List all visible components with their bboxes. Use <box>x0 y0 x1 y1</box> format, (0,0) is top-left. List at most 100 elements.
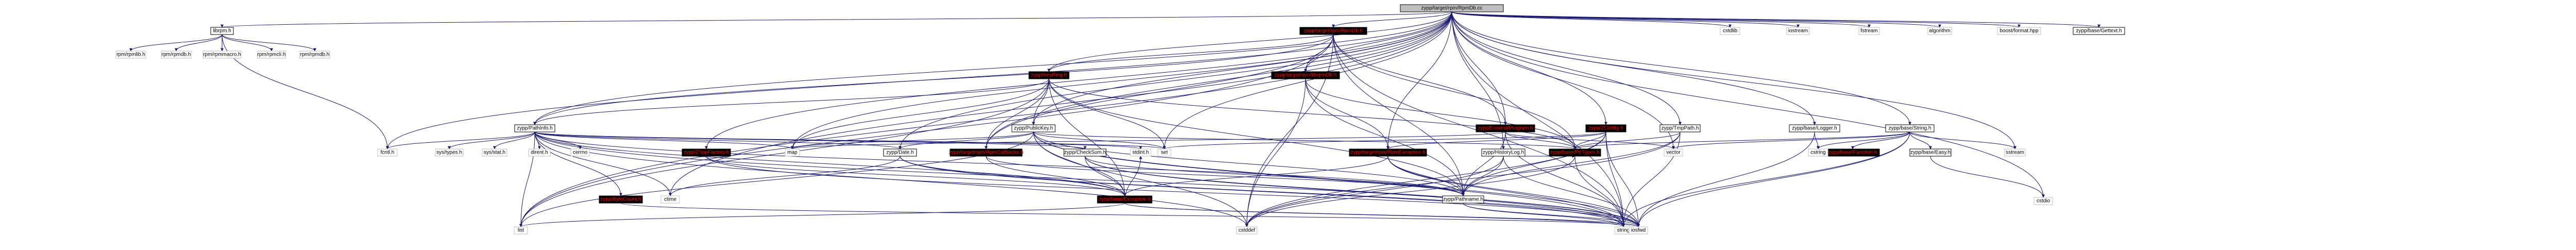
node-label: zypp/base/PtrTypes.h <box>1550 150 1600 156</box>
node-zypp-base-exception-h[interactable]: zypp/base/Exception.h <box>1097 195 1153 204</box>
node-label: map <box>787 150 798 156</box>
edge-zypp_CheckSum_h-to-zypp_Pathname_h <box>1084 156 1465 196</box>
node-label: cstddef <box>1239 228 1255 234</box>
node-zypp-tmppath-h[interactable]: zypp/TmpPath.h <box>1659 124 1701 132</box>
edge-RpmDb_cc-to-boost_format <box>1451 11 2021 28</box>
node-zypp-bytecount-h[interactable]: zypp/ByteCount.h <box>599 195 643 204</box>
edge-zypp_target_rpm_RpmDb_h-to-zypp_ExternalProgram_h <box>1333 34 1507 125</box>
node-label: zypp/base/Easy.h <box>1910 150 1951 156</box>
node-cerrno: cerrno <box>570 148 590 157</box>
node-zypp-base-ptrtypes-h[interactable]: zypp/base/PtrTypes.h <box>1549 148 1601 157</box>
node-zypp-base-logger-h[interactable]: zypp/base/Logger.h <box>1789 124 1840 132</box>
node-label: rpm/rpmdb.h <box>300 52 330 58</box>
edge-zypp_target_rpm_RpmDb_h-to-zypp_target_rpm_RpmCallbacks_h <box>985 34 1334 149</box>
edge-zypp_base_PtrTypes_h-to-string <box>1574 156 1625 227</box>
edge-RpmDb_cc-to-zypp_ZConfig_h <box>1451 11 1607 125</box>
edge-zypp_KeyRing_h-to-map <box>791 78 1049 149</box>
node-iosfwd: iosfwd <box>1629 226 1648 235</box>
node-label: zypp/ByteCount.h <box>601 197 641 203</box>
node-rpm-rpmdb2: rpm/rpmdb.h <box>299 51 330 59</box>
edge-RpmDb_cc-to-algorithm <box>1451 11 1941 28</box>
edge-zypp_TmpPath_h-to-cstddef <box>1245 131 1681 227</box>
node-sys-stat-h: sys/stat.h <box>482 148 507 157</box>
node-zypp-base-string-h[interactable]: zypp/base/String.h <box>1885 124 1935 132</box>
node-label: zypp/target/rpm/RpmException.h <box>1350 150 1426 156</box>
node-label: zypp/ZConfig.h <box>1588 126 1623 131</box>
node-label: rpm/rpmdb.h <box>162 52 191 58</box>
node-cstddef: cstddef <box>1236 226 1258 235</box>
edge-zypp_ByteCount_h-to-iosfwd <box>620 203 1640 227</box>
edge-zypp_target_rpm_RpmCallbacks_h-to-zypp_base_Exception_h <box>986 156 1126 196</box>
edge-zypp_Date_h-to-iosfwd <box>900 156 1640 227</box>
edge-zypp_TmpPath_h-to-zypp_base_PtrTypes_h <box>1573 131 1681 149</box>
node-zypp-externalprogram-h[interactable]: zypp/ExternalProgram.h <box>1476 124 1535 132</box>
edge-zypp_KeyRing_h-to-zypp_base_Exception_h <box>1048 78 1126 196</box>
edge-zypp_base_String_h-to-zypp_base_PtrTypes_h <box>1573 131 1910 149</box>
edge-RpmDb_cc-to-zypp_Date_h <box>899 11 1452 149</box>
edge-zypp_PathInfo_h-to-map <box>534 131 794 149</box>
node-librpm-h[interactable]: librpm.h <box>210 27 234 35</box>
node-label: zypp/PathInfo.h <box>517 126 553 131</box>
edge-RpmDb_cc-to-zypp_target_rpm_RpmCallbacks_h <box>985 11 1452 149</box>
node-zypp-base-gettext-h[interactable]: zypp/base/Gettext.h <box>2073 27 2125 35</box>
edge-zypp_base_Logger_h-to-iosfwd <box>1637 131 1815 227</box>
node-zypp-target-rpm-rpmdb-h[interactable]: zypp/target/rpm/RpmDb.h <box>1299 27 1367 35</box>
edge-zypp_PathInfo_h-to-list <box>519 131 535 227</box>
node-rpm-rpmmacro: rpm/rpmmacro.h <box>202 51 242 59</box>
node-zypp-pathinfo-h[interactable]: zypp/PathInfo.h <box>514 124 555 132</box>
node-label: cstring <box>1810 150 1825 156</box>
edge-zypp_base_Logger_h-to-cstring <box>1814 131 1820 149</box>
edge-zypp_PathInfo_h-to-iosfwd <box>534 131 1640 227</box>
node-label: cstdlib <box>1723 28 1738 34</box>
edge-zypp_TmpPath_h-to-string <box>1622 131 1681 227</box>
node-rpmdb-cc[interactable]: zypp/target/rpm/RpmDb.cc <box>1400 4 1504 12</box>
edge-zypp_ZConfig_h-to-set <box>1163 131 1606 149</box>
edge-RpmDb_cc-to-zypp_target_rpm_RpmDb_h <box>1332 11 1452 28</box>
node-zypp-publickey-h[interactable]: zypp/PublicKey.h <box>1011 124 1056 132</box>
node-zypp-zconfig-h[interactable]: zypp/ZConfig.h <box>1585 124 1626 132</box>
node-label: iosfwd <box>1631 228 1646 234</box>
edge-zypp_ExternalProgram_h-to-zypp_base_PtrTypes_h <box>1505 131 1577 149</box>
edge-zypp_KeyRing_h-to-set <box>1048 78 1166 149</box>
node-fstream: fstream <box>1858 27 1880 35</box>
edge-zypp_PathInfo_h-to-ctime <box>534 131 672 196</box>
edge-zypp_ZConfig_h-to-string <box>1605 131 1625 227</box>
edge-zypp_Pathname_h-to-iosfwd <box>1463 203 1640 227</box>
edge-zypp_ZConfig_h-to-iosfwd <box>1605 131 1640 227</box>
edge-zypp_HistoryLog_h-to-iosfwd <box>1503 156 1640 227</box>
edge-zypp_Date_h-to-ctime <box>669 156 901 196</box>
edge-RpmDb_cc-to-zypp_ZYppFactory_h <box>705 11 1452 149</box>
node-label: zypp/target/rpm/RpmCallbacks.h <box>948 150 1023 156</box>
edge-zypp_PathInfo_h-to-sys_types_h <box>448 131 535 149</box>
node-zypp-pathname-h[interactable]: zypp/Pathname.h <box>1442 195 1484 204</box>
node-map: map <box>785 148 800 157</box>
edge-zypp_base_String_h-to-zypp_base_Easy_h <box>1909 131 1932 149</box>
node-zypp-zyppfactory-h[interactable]: zypp/ZYppFactory.h <box>682 148 731 157</box>
node-zypp-target-rpm-librpmdb-h[interactable]: zypp/target/rpm/librpmDb.h <box>1271 71 1340 79</box>
node-zypp-target-rpm-rpmcallbacks-h[interactable]: zypp/target/rpm/RpmCallbacks.h <box>948 148 1024 157</box>
node-label: zypp/Date.h <box>886 150 913 156</box>
edge-zypp_PathInfo_h-to-zypp_ByteCount_h <box>534 131 622 196</box>
node-zypp-target-rpm-rpmexception-h[interactable]: zypp/target/rpm/RpmException.h <box>1349 148 1427 157</box>
node-zypp-base-easy-h[interactable]: zypp/base/Easy.h <box>1909 148 1952 157</box>
node-label: zypp/TmpPath.h <box>1662 126 1699 131</box>
node-zypp-historylog-h[interactable]: zypp/HistoryLog.h <box>1481 148 1526 157</box>
node-zypp-date-h[interactable]: zypp/Date.h <box>883 148 917 157</box>
node-label: zypp/ZYppFactory.h <box>684 150 729 156</box>
node-zypp-base-function-h[interactable]: zypp/base/Function.h <box>1825 148 1880 157</box>
edge-RpmDb_cc-to-zypp_target_rpm_librpmDb_h <box>1304 11 1452 72</box>
node-label: stdint.h <box>1132 150 1149 156</box>
edge-zypp_PublicKey_h-to-zypp_Date_h <box>899 131 1034 149</box>
edge-RpmDb_cc-to-fstream <box>1451 11 1871 28</box>
edge-zypp_PathInfo_h-to-stdint_h <box>534 131 1142 149</box>
node-zypp-keyring-h[interactable]: zypp/KeyRing.h <box>1028 71 1070 79</box>
node-label: ctime <box>664 197 676 203</box>
node-label: boost/format.hpp <box>1999 28 2038 34</box>
edge-RpmDb_cc-to-set <box>1163 11 1452 149</box>
edge-zypp_ZYppFactory_h-to-iosfwd <box>706 156 1640 227</box>
node-label: rpm/rpmlib.h <box>116 52 145 58</box>
edges-layer <box>129 11 2100 227</box>
node-zypp-checksum-h[interactable]: zypp/CheckSum.h <box>1063 148 1107 157</box>
edge-zypp_target_rpm_librpmDb_h-to-cstddef <box>1245 78 1306 227</box>
node-fcntl-h: fcntl.h <box>377 148 398 157</box>
